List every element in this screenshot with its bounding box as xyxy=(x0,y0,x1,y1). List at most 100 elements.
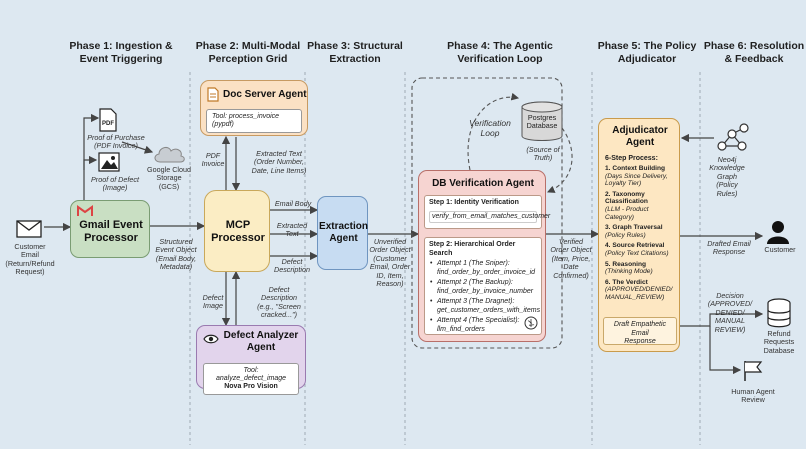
step-title: 3. Graph Traversal xyxy=(605,224,663,232)
image-file-icon xyxy=(98,152,120,172)
attempt-item: • Attempt 3 (The Dragnet):get_customer_or… xyxy=(429,298,541,315)
step-detail: (Policy Rules) xyxy=(605,231,646,239)
identity-verification-step: Step 1: Identity Verification verify_fro… xyxy=(424,195,550,229)
extracted-text-label: Extracted Text(Order Number,Date, Line I… xyxy=(251,149,307,175)
step-title: 6. The Verdict xyxy=(605,278,648,286)
eye-icon xyxy=(203,334,219,344)
step-detail: (Policy Text Citations) xyxy=(605,249,669,257)
adjudicator-step: 3. Graph Traversal(Policy Rules) xyxy=(605,224,679,239)
arrow-adjudicator-to-review xyxy=(709,326,742,375)
adjudicator-process: 6-Step Process: 1. Context Building(Days… xyxy=(605,155,679,313)
phase-dividers xyxy=(189,72,701,445)
step-title: 4. Source Retrieval xyxy=(605,242,665,250)
bullet: • xyxy=(430,298,433,305)
adjudicator-step: 1. Context Building(Days Since Delivery,… xyxy=(605,165,679,188)
customer-label: Customer xyxy=(764,245,796,254)
adjudicator-step: 4. Source Retrieval(Policy Text Citation… xyxy=(605,242,679,257)
knowledge-graph-icon xyxy=(717,123,749,151)
attempt-function: get_customer_orders_with_items xyxy=(437,306,541,314)
doc-server-agent: Doc Server Agent Tool: process_invoice (… xyxy=(200,80,308,136)
adjudicator-step: 5. Reasoning(Thinking Mode) xyxy=(605,261,679,276)
flag-icon xyxy=(744,361,763,381)
adjudicator-step: 2. Taxonomy Classification(LLM - Product… xyxy=(605,191,679,221)
step-detail: (APPROVED/DENIED/ xyxy=(605,286,673,294)
proof-of-purchase-label: Proof of Purchase(PDF Invoice) xyxy=(87,133,145,151)
adjudicator-step: 6. The Verdict(APPROVED/DENIED/MANUAL_RE… xyxy=(605,279,679,302)
database-icon xyxy=(521,101,563,141)
verification-loop-frame xyxy=(411,77,563,349)
attempt-title: Attempt 2 (The Backup): xyxy=(437,279,513,286)
step-detail: (Days Since Delivery, xyxy=(605,172,668,180)
attempt-function: find_order_by_order_invoice_id xyxy=(437,268,536,276)
step-detail: Loyalty Tier) xyxy=(605,180,642,188)
email-body-label: Email Body xyxy=(274,199,312,208)
customer-icon xyxy=(767,221,789,244)
loop-arc-down xyxy=(546,127,573,193)
attempt-title: Attempt 3 (The Dragnet): xyxy=(437,298,515,305)
phase-1-header: Phase 1: Ingestion &Event Triggering xyxy=(69,40,173,65)
bullet: • xyxy=(430,317,433,324)
attempt-list: • Attempt 1 (The Sniper):find_order_by_or… xyxy=(429,260,541,334)
bullet: • xyxy=(430,260,433,267)
attempt-item: • Attempt 4 (The Specialist):llm_find_ord… xyxy=(429,317,537,334)
attempt-function: find_order_by_invoice_number xyxy=(437,287,534,295)
phase-6-header: Phase 6: Resolution& Feedback xyxy=(703,40,805,65)
step-title: 2. Taxonomy Classification xyxy=(605,190,648,206)
step-detail: (LLM - Product Category) xyxy=(605,205,649,221)
loop-arc-up xyxy=(467,92,520,171)
doc-server-tool: Tool: process_invoice (pypdf) xyxy=(206,109,302,133)
defect-analyzer-tool: Tool: analyze_defect_image Nova Pro Visi… xyxy=(203,363,299,395)
step-detail: MANUAL_REVIEW) xyxy=(605,293,665,301)
email-icon xyxy=(16,220,42,238)
svg-text:PDF: PDF xyxy=(102,121,114,127)
attempt-title: Attempt 4 (The Specialist): xyxy=(437,317,520,324)
attempt-function: llm_find_orders xyxy=(437,325,485,333)
cloud-icon xyxy=(154,146,185,163)
refund-database-icon xyxy=(767,298,791,328)
order-search-step: Step 2: Hierarchical Order Search •Attem… xyxy=(424,237,542,335)
arrow-adjudicator-to-db xyxy=(680,309,764,327)
gmail-icon xyxy=(77,205,93,216)
bullet: • xyxy=(430,279,433,286)
document-icon xyxy=(207,87,219,102)
attempt-item: • Attempt 2 (The Backup):find_order_by_in… xyxy=(429,279,537,296)
arrow-proofs-to-gcs xyxy=(121,141,154,154)
step-detail: (Thinking Mode) xyxy=(605,268,653,276)
attempt-item: • Attempt 1 (The Sniper):find_order_by_or… xyxy=(429,260,537,277)
attempt-title: Attempt 1 (The Sniper): xyxy=(437,260,510,267)
proof-of-defect-label: Proof of Defect(Image) xyxy=(91,175,139,193)
brain-icon xyxy=(524,316,538,330)
step-title: 1. Context Building xyxy=(605,165,666,172)
adjudicator-step-list: 1. Context Building(Days Since Delivery,… xyxy=(605,165,679,302)
step-title: 5. Reasoning xyxy=(605,260,647,268)
